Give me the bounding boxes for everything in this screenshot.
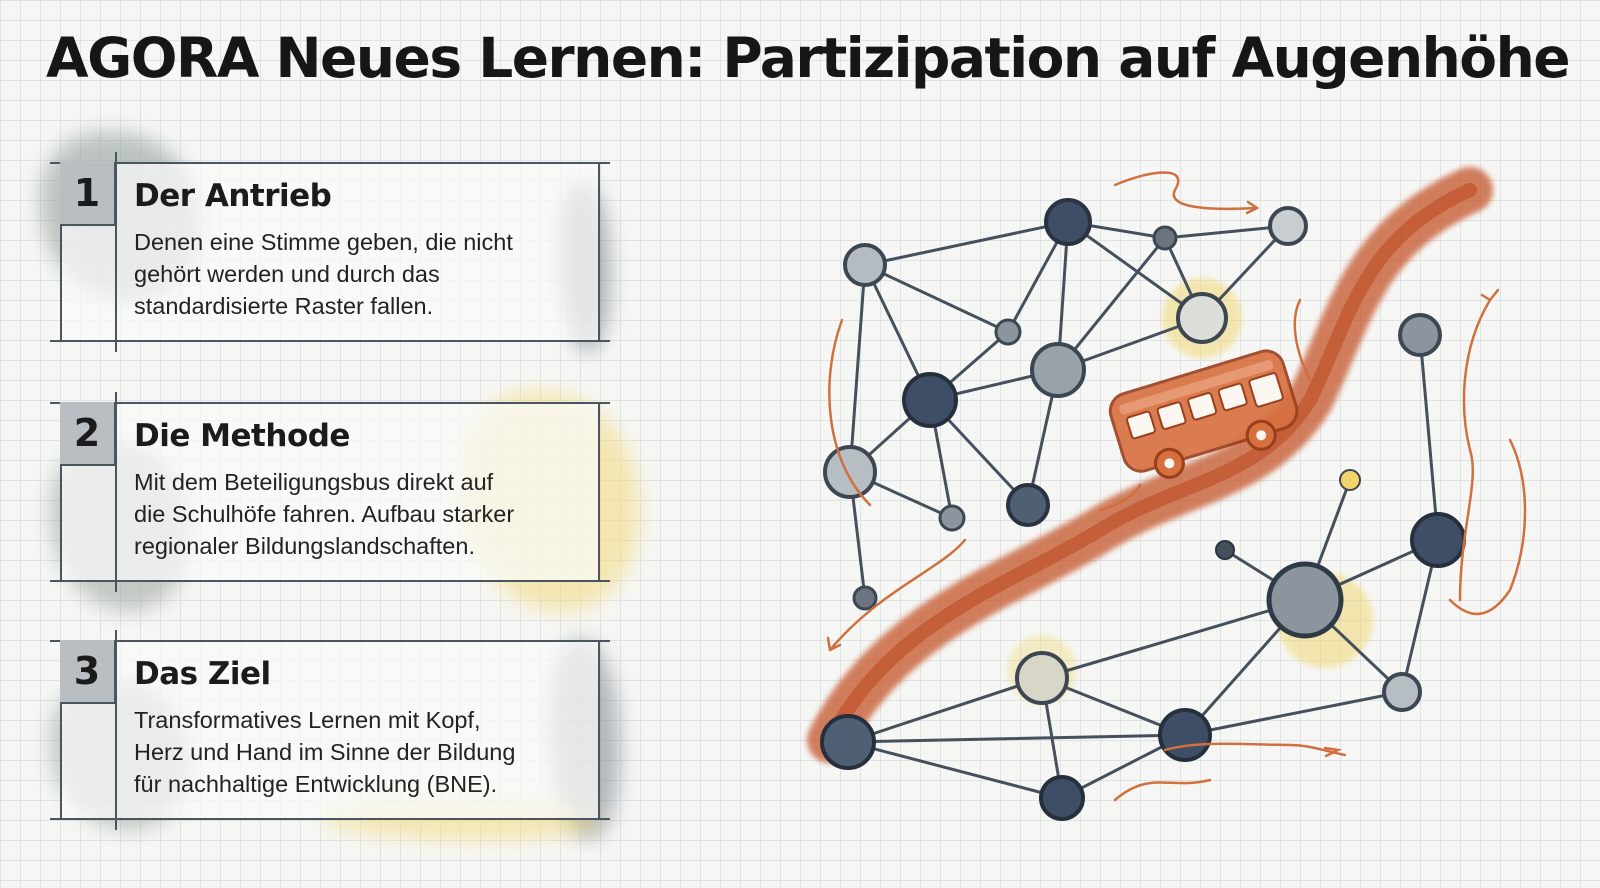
divider (50, 580, 610, 582)
road-path (823, 183, 1477, 747)
step-heading: Die Methode (134, 418, 350, 454)
network-node (1044, 198, 1092, 246)
network-node (1030, 342, 1086, 398)
network-node (1339, 469, 1361, 491)
description-line: Mit dem Beteiligungsbus direkt auf (134, 469, 494, 495)
description-line: für nachhaltige Entwicklung (BNE). (134, 771, 498, 797)
network-node (820, 714, 876, 770)
network-node (994, 318, 1022, 346)
description-line: Transformatives Lernen mit Kopf, (134, 707, 481, 733)
description-line: Herz und Hand im Sinne der Bildung (134, 739, 516, 765)
description-line: Denen eine Stimme geben, die nicht (134, 229, 513, 255)
step-card-2: 2 Die Methode Mit dem Beteiligungsbus di… (50, 392, 640, 612)
description-line: regionaler Bildungslandschaften. (134, 533, 475, 559)
network-node (1158, 708, 1212, 762)
network-node (1015, 651, 1069, 705)
network-node (1039, 775, 1085, 821)
step-heading: Der Antrieb (134, 178, 332, 214)
step-description: Denen eine Stimme geben, die nicht gehör… (134, 226, 584, 322)
network-node (843, 243, 887, 287)
description-line: standardisierte Raster fallen. (134, 293, 434, 319)
divider (50, 818, 610, 820)
divider (50, 340, 610, 342)
step-number: 2 (60, 402, 116, 466)
divider (50, 402, 610, 404)
step-card-1: 1 Der Antrieb Denen eine Stimme geben, d… (40, 132, 610, 352)
step-number: 3 (60, 640, 116, 704)
network-node (1398, 313, 1442, 357)
network-bus-illustration (807, 167, 1527, 821)
network-node (938, 504, 966, 532)
step-heading: Das Ziel (134, 656, 271, 692)
bus-icon (1108, 349, 1299, 479)
description-line: die Schulhöfe fahren. Aufbau starker (134, 501, 515, 527)
network-node (1152, 225, 1178, 251)
network-node (1382, 672, 1422, 712)
network-node (823, 445, 877, 499)
motion-arrows (826, 171, 1527, 802)
description-line: gehört werden und durch das (134, 261, 440, 287)
network-node (902, 372, 958, 428)
step-description: Transformatives Lernen mit Kopf, Herz un… (134, 704, 584, 800)
network-node (1268, 206, 1308, 246)
divider (50, 162, 610, 164)
divider (50, 640, 610, 642)
network-node (1410, 512, 1466, 568)
network-node (1215, 540, 1235, 560)
network-node (1176, 292, 1228, 344)
step-card-3: 3 Das Ziel Transformatives Lernen mit Ko… (50, 630, 620, 840)
divider (115, 152, 117, 352)
network-node (852, 585, 878, 611)
step-number: 1 (60, 162, 116, 226)
step-box (60, 162, 600, 342)
divider (115, 630, 117, 830)
divider (115, 392, 117, 592)
step-box (60, 402, 600, 582)
page-title: AGORA Neues Lernen: Partizipation auf Au… (46, 26, 1571, 90)
step-description: Mit dem Beteiligungsbus direkt auf die S… (134, 466, 584, 562)
network-node (1266, 561, 1344, 639)
network-node (1006, 483, 1050, 527)
